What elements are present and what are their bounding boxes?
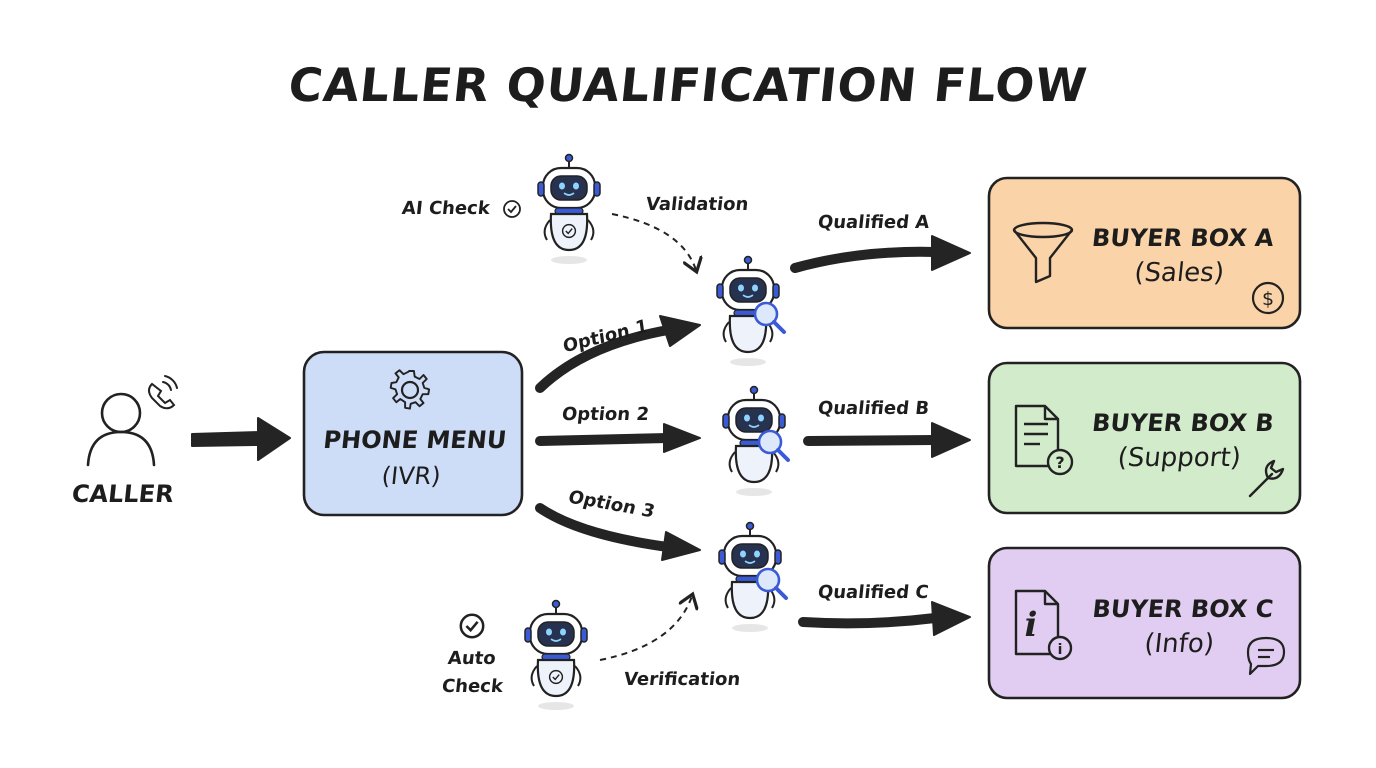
document-question-icon: ? xyxy=(1014,404,1074,476)
validation-label: Validation xyxy=(644,194,750,215)
auto-check-label-line1: Auto xyxy=(446,648,497,669)
wrench-icon xyxy=(1248,459,1285,498)
buyer-box-a-text: BUYER BOX A (Sales) xyxy=(1083,224,1280,288)
buyer-box-c-subtitle: (Info) xyxy=(1142,629,1216,659)
auto-check-label-line2: Check xyxy=(440,676,504,697)
check-circle-icon xyxy=(503,200,521,218)
buyer-box-c-text: BUYER BOX C (Info) xyxy=(1083,595,1280,659)
robot-ai-check xyxy=(536,153,602,266)
dollar-icon: $ xyxy=(1251,281,1285,315)
ivr-box xyxy=(302,350,524,517)
robot-qualifier-3 xyxy=(717,521,788,634)
robot-qualifier-2 xyxy=(721,385,790,498)
buyer-box-c xyxy=(987,546,1302,700)
robot-auto-check xyxy=(523,599,589,712)
arrow-qualified-b xyxy=(803,422,971,458)
person-phone-icon xyxy=(86,375,178,467)
verification-label: Verification xyxy=(622,669,742,690)
buyer-box-b-title: BUYER BOX B xyxy=(1090,409,1276,437)
gear-icon xyxy=(389,369,431,410)
dashed-arrow-validation xyxy=(611,213,696,270)
arrow-qualified-a xyxy=(790,235,971,273)
arrow-option-2 xyxy=(535,423,701,453)
chat-icon xyxy=(1246,636,1286,676)
funnel-icon xyxy=(1012,221,1074,284)
qualified-c-label: Qualified C xyxy=(816,582,930,603)
buyer-box-b xyxy=(987,361,1302,515)
svg-text:i: i xyxy=(1025,605,1038,645)
buyer-box-a-subtitle: (Sales) xyxy=(1132,258,1226,288)
buyer-box-c-title: BUYER BOX C xyxy=(1091,595,1275,623)
buyer-box-b-subtitle: (Support) xyxy=(1116,443,1243,473)
ivr-label: PHONE MENU (IVR) xyxy=(300,422,526,494)
robot-qualifier-1 xyxy=(715,255,786,368)
arrow-caller-to-ivr xyxy=(191,417,291,461)
caller-label: CALLER xyxy=(70,480,176,508)
qualified-b-label: Qualified B xyxy=(816,398,931,419)
ivr-line-2: (IVR) xyxy=(380,462,443,490)
ai-check-label: AI Check xyxy=(400,198,491,219)
arrow-option-1 xyxy=(535,315,701,393)
svg-text:?: ? xyxy=(1055,453,1064,472)
svg-text:$: $ xyxy=(1262,288,1274,310)
svg-text:i: i xyxy=(1058,642,1063,658)
qualified-a-label: Qualified A xyxy=(816,212,931,233)
dashed-arrow-verification xyxy=(599,596,692,661)
buyer-box-a-title: BUYER BOX A xyxy=(1090,224,1276,252)
buyer-box-a xyxy=(987,176,1302,330)
document-info-icon: i i xyxy=(1014,589,1073,661)
arrow-option-3 xyxy=(535,503,701,561)
buyer-box-b-text: BUYER BOX B (Support) xyxy=(1083,409,1280,473)
check-circle-icon xyxy=(459,613,485,639)
option-2-label: Option 2 xyxy=(560,404,651,425)
ivr-line-1: PHONE MENU xyxy=(322,426,508,454)
arrow-qualified-c xyxy=(798,601,971,636)
